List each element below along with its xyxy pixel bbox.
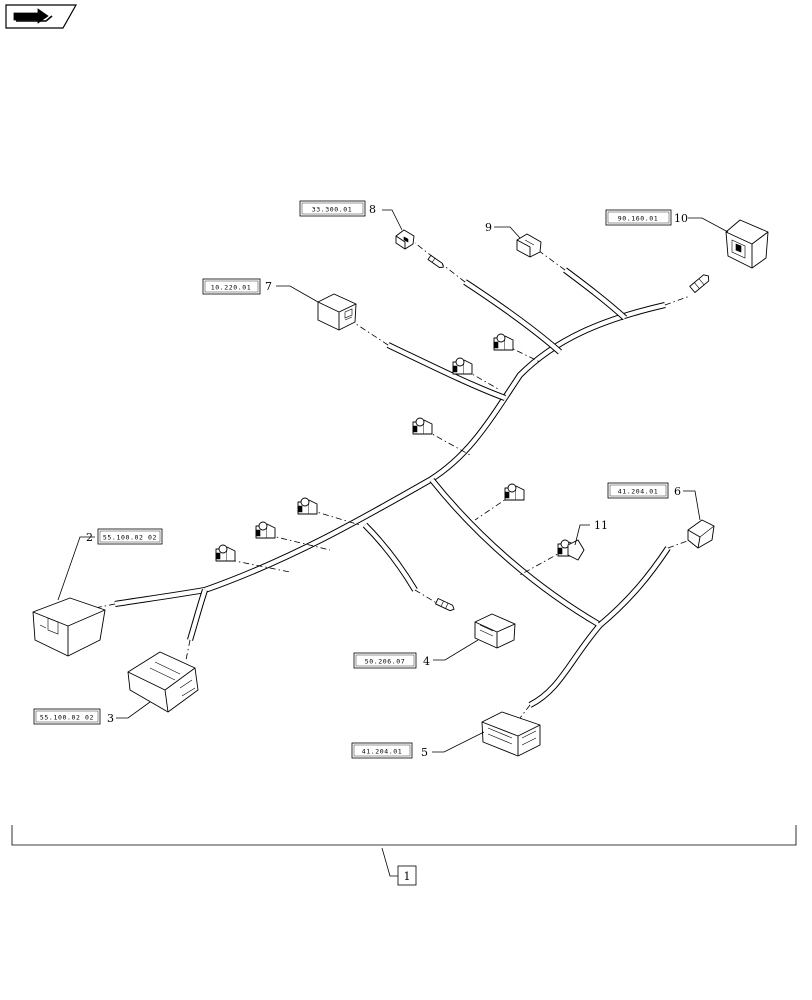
reference-code: 33.300.01 <box>312 206 353 214</box>
connector-4[interactable] <box>474 613 516 649</box>
reference-code: 55.100.02 02 <box>40 714 94 722</box>
item-number-6: 6 <box>674 485 681 498</box>
item-numbers: 8 9 10 7 2 6 11 4 3 5 <box>86 203 688 759</box>
reference-box-10[interactable]: 90.160.01 <box>605 209 672 226</box>
terminals <box>427 254 710 612</box>
reference-box-3[interactable]: 55.100.02 02 <box>33 708 101 725</box>
item-number-4: 4 <box>423 655 430 668</box>
item-number-2: 2 <box>86 531 93 544</box>
terminal-icon <box>435 598 455 612</box>
dashed-connection-lines <box>94 242 691 719</box>
clip-icon <box>452 357 473 375</box>
item-number-8: 8 <box>369 203 376 216</box>
clip-icon <box>255 521 276 539</box>
harness-trunk <box>203 301 666 593</box>
clip-icon <box>493 333 514 351</box>
forward-arrow-icon[interactable] <box>5 4 78 29</box>
connector-9[interactable] <box>516 233 542 258</box>
clip-icon <box>504 483 525 501</box>
connector-8[interactable] <box>395 229 415 250</box>
reference-box-2[interactable]: 55.100.02 02 <box>97 528 163 545</box>
item-number-11: 11 <box>594 519 608 532</box>
connector-2[interactable] <box>32 597 106 657</box>
reference-code: 41.204.01 <box>618 488 659 496</box>
leader-lines <box>57 209 729 877</box>
reference-code: 90.160.01 <box>618 215 659 223</box>
harness-branches <box>114 267 671 708</box>
clip-icon <box>412 417 433 435</box>
connector-6[interactable] <box>687 519 715 549</box>
item-number-10: 10 <box>674 212 688 225</box>
reference-code: 41.204.01 <box>362 748 403 756</box>
connector-3[interactable] <box>127 651 199 713</box>
reference-box-5[interactable]: 41.204.01 <box>351 742 413 759</box>
item-number-9: 9 <box>485 221 492 234</box>
connector-10[interactable] <box>725 219 769 269</box>
connector-5[interactable] <box>481 711 541 757</box>
item-number-7: 7 <box>265 280 272 293</box>
terminal-icon <box>427 254 444 268</box>
item-number-5: 5 <box>421 746 428 759</box>
connector-7[interactable] <box>317 293 357 331</box>
harness-clips <box>215 333 578 562</box>
reference-box-4[interactable]: 50.206.07 <box>353 652 417 669</box>
clip-icon <box>215 544 236 562</box>
item-number-3: 3 <box>107 712 114 725</box>
reference-box-1[interactable]: 1 <box>397 865 417 886</box>
reference-box-6[interactable]: 41.204.01 <box>607 482 669 499</box>
reference-code: 10.220.01 <box>211 284 252 292</box>
clip-icon <box>297 497 318 515</box>
reference-code: 55.100.02 02 <box>103 534 157 542</box>
terminal-icon <box>689 274 710 293</box>
reference-box-8[interactable]: 33.300.01 <box>299 200 366 217</box>
reference-code: 50.206.07 <box>365 658 406 666</box>
reference-box-7[interactable]: 10.220.01 <box>202 278 261 295</box>
item-number-1: 1 <box>404 870 411 883</box>
assembly-bracket <box>11 825 797 846</box>
